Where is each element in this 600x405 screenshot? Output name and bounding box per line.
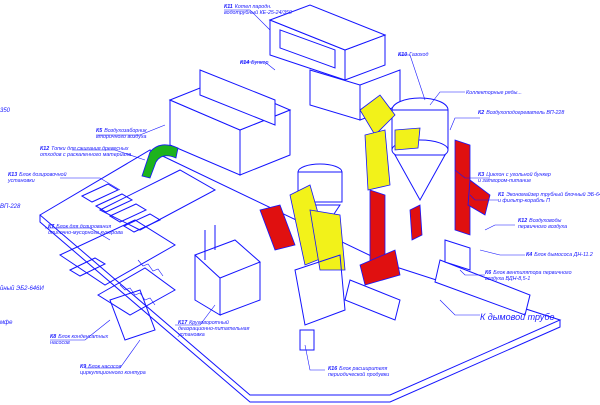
main-platform: [39, 149, 562, 403]
leader-lines: [45, 9, 525, 371]
label-chimney: К дымовой трубе: [480, 312, 555, 322]
green-duct: [141, 144, 179, 179]
equipment-frames: [109, 225, 346, 351]
label-left-350: 350: [0, 108, 11, 114]
label-left-vp228: ВП-228: [0, 204, 21, 210]
control-panels: [68, 183, 162, 277]
label-left-mfe: мфе: [0, 320, 13, 326]
stairs: [119, 259, 164, 306]
yellow-ducts: [289, 94, 421, 271]
red-ducts: [259, 139, 491, 286]
label-left-econ: йный ЭБ2-646И: [0, 286, 44, 292]
boiler-units: [168, 4, 401, 176]
label-k9-top: Коллекторные ряды...: [466, 90, 522, 96]
flue-duct: [344, 239, 531, 321]
